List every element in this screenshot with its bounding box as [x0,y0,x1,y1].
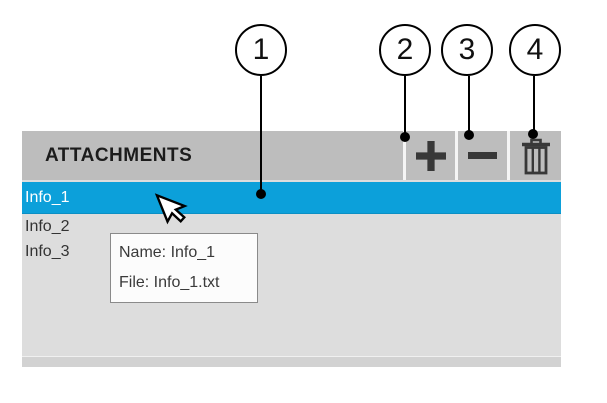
attachment-name: Info_3 [25,243,70,260]
attachments-panel: ATTACHMENTS [22,131,561,367]
attachment-name: Info_1 [25,189,70,206]
callout-dot-1 [256,189,266,199]
callout-circle-4: 4 [509,24,561,76]
callout-circle-3: 3 [441,24,493,76]
callout-line-4 [533,76,535,134]
callout-circle-1: 1 [235,24,287,76]
plus-icon [415,140,446,171]
mouse-cursor-icon [151,179,205,236]
callout-label: 4 [526,33,544,66]
callout-label: 2 [396,33,414,66]
callout-dot-3 [464,130,474,140]
attachment-row-info-1[interactable]: Info_1 [22,182,561,214]
minus-icon [468,151,497,160]
panel-title: ATTACHMENTS [45,144,193,166]
callout-line-1 [260,76,262,194]
callout-dot-2 [400,132,410,142]
callout-dot-4 [528,129,538,139]
trash-icon [521,137,551,175]
callout-line-3 [468,76,470,135]
add-attachment-button[interactable] [403,131,455,180]
tooltip-name-line: Name: Info_1 [119,244,216,261]
delete-attachment-button[interactable] [507,131,561,180]
attachment-name: Info_2 [25,218,70,235]
attachment-row-info-2[interactable]: Info_2 [22,214,561,239]
tooltip-file-line: File: Info_1.txt [119,274,220,291]
attachment-row-info-3[interactable]: Info_3 [22,239,561,264]
callout-line-2 [404,76,406,137]
callout-label: 1 [252,33,270,66]
callout-circle-2: 2 [379,24,431,76]
attachment-tooltip: Name: Info_1 File: Info_1.txt [110,233,258,303]
callout-label: 3 [458,33,476,66]
attachments-list: Info_1 Info_2 Info_3 [22,180,561,356]
attachments-header: ATTACHMENTS [22,131,561,180]
remove-attachment-button[interactable] [455,131,507,180]
panel-footer [22,356,561,367]
